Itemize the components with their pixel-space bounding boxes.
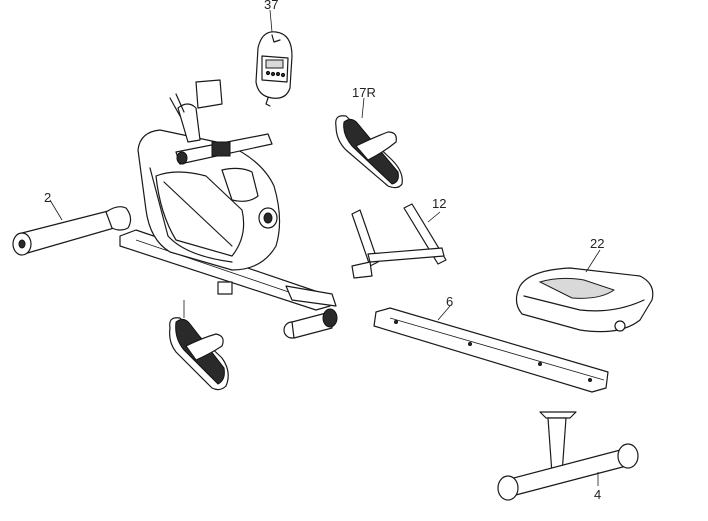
part-label-22: 22 [590, 236, 604, 251]
part-37-console: 37 [255, 0, 293, 107]
part-label-6: 6 [446, 294, 453, 309]
part-label-2: 2 [44, 190, 51, 205]
part-label-12: 12 [432, 196, 446, 211]
part-2-stabilizer: 2 [12, 190, 132, 256]
left-pedal [169, 300, 229, 391]
main-frame-assembly [119, 79, 338, 339]
part-label-17R: 17R [352, 85, 376, 100]
part-label-37: 37 [264, 0, 278, 12]
part-22-seat: 22 [515, 236, 654, 333]
part-6-rail: 6 [373, 294, 609, 393]
part-label-4: 4 [594, 487, 601, 502]
part-17R-pedal: 17R [335, 85, 403, 189]
part-4-front-stabilizer: 4 [497, 411, 639, 502]
part-12-front-stand: 12 [351, 196, 447, 279]
